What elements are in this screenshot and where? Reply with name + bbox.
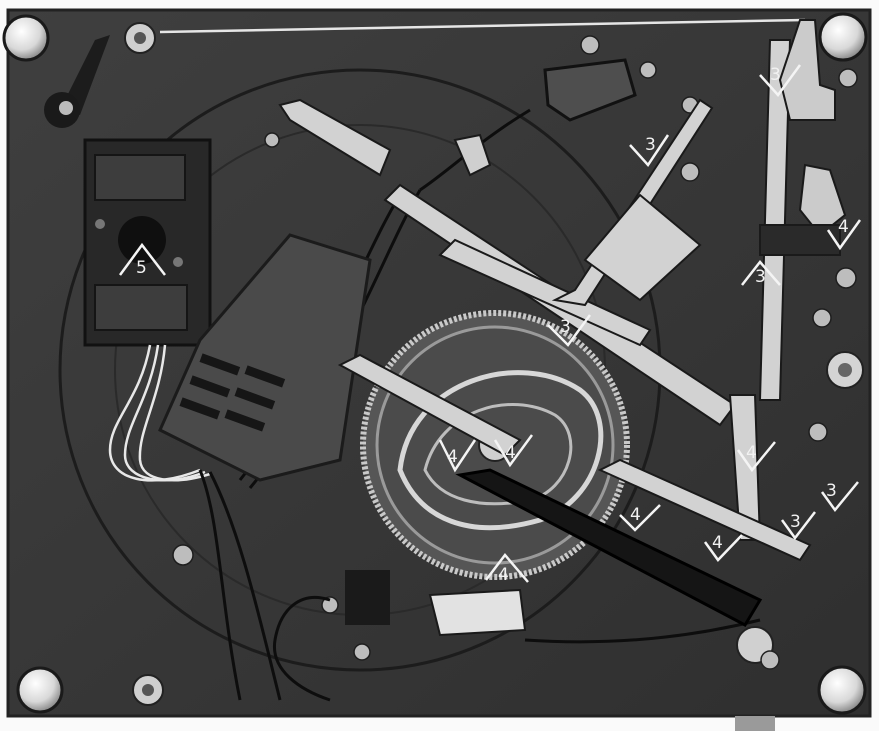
white-wires [108,344,211,482]
foot-bottom-right [817,665,867,715]
upper-left-lever [60,35,110,115]
foot-bottom-left [16,666,64,714]
callout-label: 3 [645,135,656,155]
callout-label: 4 [746,443,757,463]
screw-mount-right-center [838,363,852,377]
callout-mark: 3 [820,481,859,513]
callout-label: 3 [560,317,571,337]
screw-mount-top-center [134,32,146,44]
callout-mark: 4 [826,217,862,251]
callout-label: 4 [498,565,509,585]
callout-mark: 3 [629,134,670,168]
callout-label: 3 [770,65,781,85]
callout-label: 3 [826,481,837,501]
callout-mark: 3 [759,64,802,97]
tonearm-bar [455,468,780,670]
callout-label: 5 [136,258,147,278]
callout-mark: 4 [485,553,529,585]
screw-mount-bottom-center [142,684,154,696]
bottom-shaft [735,716,775,731]
callout-mark: 3 [780,511,816,541]
clip-top-center [453,133,492,177]
callout-label: 4 [505,443,516,463]
callout-mark: 3 [741,260,781,287]
upper-left-pivot-screw [59,101,73,115]
callout-mark: 3 [547,314,592,347]
callout-mark: 4 [843,455,854,475]
callout-mark: 4 [619,504,661,532]
control-box [83,138,212,347]
callout-mark: 4 [438,439,477,473]
callout-label: 4 [630,505,641,525]
top-right-brackets [759,19,847,256]
callout-label: 4 [838,217,849,237]
callout-label: 4 [447,447,458,467]
callout-mark: 4 [736,441,776,473]
cam-track [397,370,604,531]
callout-label: 4 [712,533,723,553]
small-screws [172,35,858,661]
callout-label: 3 [790,512,801,532]
corner-feet [2,12,868,715]
foot-top-right [818,12,868,62]
bottom-switch [345,570,527,637]
motor-housing [158,233,372,482]
top-wire [159,18,806,34]
callout-marks: 5 3 3 3 3 4 4 4 [118,64,862,585]
switch-block [543,58,637,122]
metal-levers [278,39,812,562]
callout-mark: 4 [703,533,743,562]
callout-mark: 5 [118,242,166,278]
callout-label: 3 [755,267,766,287]
foot-top-left [2,14,50,62]
callout-mark: 4 [493,434,534,468]
